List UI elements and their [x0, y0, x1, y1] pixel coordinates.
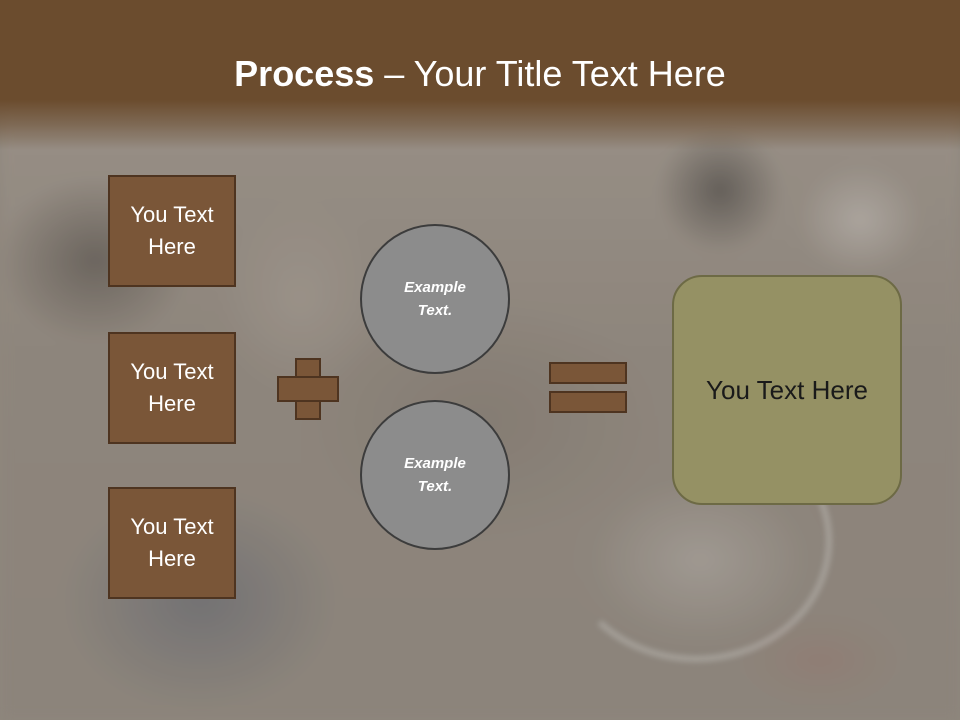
title-text: Your Title Text Here [413, 53, 726, 94]
title-bold: Process [234, 53, 375, 94]
result-box-label: You Text Here [706, 375, 868, 405]
slide-title: Process – Your Title Text Here [0, 52, 960, 96]
text-box-3: You Text Here [108, 487, 236, 599]
title-band [0, 0, 960, 150]
title-separator: – [374, 53, 414, 94]
equals-icon-top-bar [549, 362, 627, 384]
text-box-1: You Text Here [108, 175, 236, 287]
plus-icon-center [297, 378, 319, 400]
example-circle-2-label: Example Text. [404, 455, 466, 495]
text-box-2: You Text Here [108, 332, 236, 444]
example-circle-1-label: Example Text. [404, 279, 466, 319]
result-box: You Text Here [672, 275, 902, 505]
example-circle-2: Example Text. [360, 400, 510, 550]
example-circle-1: Example Text. [360, 224, 510, 374]
equals-icon-bottom-bar [549, 391, 627, 413]
background-ring-shape [560, 420, 832, 662]
